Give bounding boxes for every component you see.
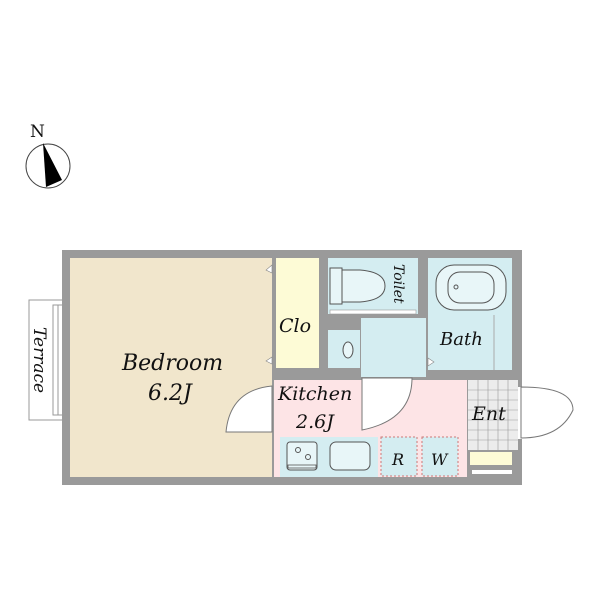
bathtub-icon xyxy=(435,264,507,311)
kitchen-size: 2.6J xyxy=(295,411,335,433)
bath-label: Bath xyxy=(439,329,483,350)
compass-needle-icon xyxy=(43,143,62,187)
closet-label: Clo xyxy=(279,315,311,337)
toilet-icon xyxy=(339,269,386,303)
stove-icon xyxy=(286,441,318,471)
corridor-door[interactable] xyxy=(361,377,413,431)
shoe-cabinet xyxy=(470,452,512,465)
bedroom xyxy=(70,258,272,477)
refrigerator-label: R xyxy=(391,450,404,469)
washbasin-icon xyxy=(342,341,354,359)
entrance-door[interactable] xyxy=(520,386,574,439)
compass: N xyxy=(25,122,71,189)
terrace-label: Terrace xyxy=(29,327,49,393)
bedroom-label: Bedroom xyxy=(121,351,223,376)
closet xyxy=(276,258,319,368)
entrance xyxy=(468,380,518,450)
terrace: Terrace xyxy=(28,299,64,421)
corridor xyxy=(361,318,426,377)
bedroom-size: 6.2J xyxy=(148,381,193,406)
refrigerator-space xyxy=(380,436,418,477)
kitchen-label: Kitchen xyxy=(277,383,352,405)
washer-label: W xyxy=(431,450,449,469)
north-label: N xyxy=(30,122,45,142)
washer-space xyxy=(421,436,459,477)
entrance-label: Ent xyxy=(471,403,506,425)
toilet-label: Toilet xyxy=(390,264,406,304)
bedroom-door[interactable] xyxy=(225,385,273,433)
kitchen-sink-icon xyxy=(329,441,371,471)
